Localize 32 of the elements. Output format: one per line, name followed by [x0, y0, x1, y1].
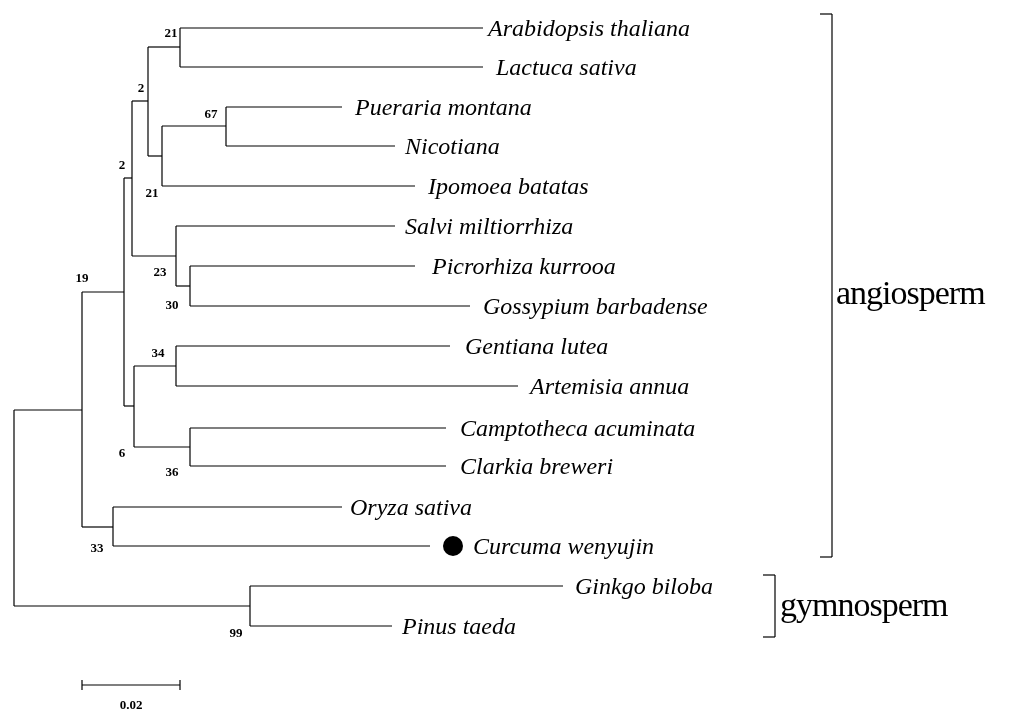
bootstrap-value: 99	[229, 626, 243, 639]
species-name: Curcuma wenyujin	[473, 534, 655, 558]
bootstrap-value: 2	[118, 158, 126, 171]
bootstrap-value: 2	[137, 81, 145, 94]
species-name: Gentiana lutea	[465, 334, 609, 358]
species-name: Oryza sativa	[350, 495, 472, 519]
scale-label: 0.02	[119, 698, 143, 711]
bootstrap-value: 30	[165, 298, 179, 311]
bootstrap-value: 33	[90, 541, 104, 554]
bootstrap-value: 34	[151, 346, 165, 359]
species-name: Arabidopsis thaliana	[488, 16, 691, 40]
group-label: gymnosperm	[780, 588, 948, 622]
species-name: Pueraria montana	[355, 95, 532, 119]
species-name: Ginkgo biloba	[575, 574, 713, 598]
bootstrap-value: 67	[204, 107, 218, 120]
species-name: Camptotheca acuminata	[460, 416, 696, 440]
species-name: Lactuca sativa	[496, 55, 637, 79]
group-label: angiosperm	[836, 276, 985, 310]
bootstrap-value: 6	[118, 446, 126, 459]
species-name: Clarkia breweri	[460, 454, 614, 478]
bootstrap-value: 21	[145, 186, 159, 199]
bootstrap-value: 36	[165, 465, 179, 478]
bootstrap-value: 23	[153, 265, 167, 278]
species-name: Ipomoea batatas	[428, 174, 589, 198]
species-name: Picrorhiza kurrooa	[432, 254, 616, 278]
bootstrap-value: 19	[75, 271, 89, 284]
species-name: Artemisia annua	[530, 374, 690, 398]
species-name: Pinus taeda	[402, 614, 516, 638]
species-name: Salvi miltiorrhiza	[405, 214, 574, 238]
bootstrap-value: 21	[164, 26, 178, 39]
species-name: Gossypium barbadense	[483, 294, 708, 318]
species-name: Nicotiana	[405, 134, 500, 158]
